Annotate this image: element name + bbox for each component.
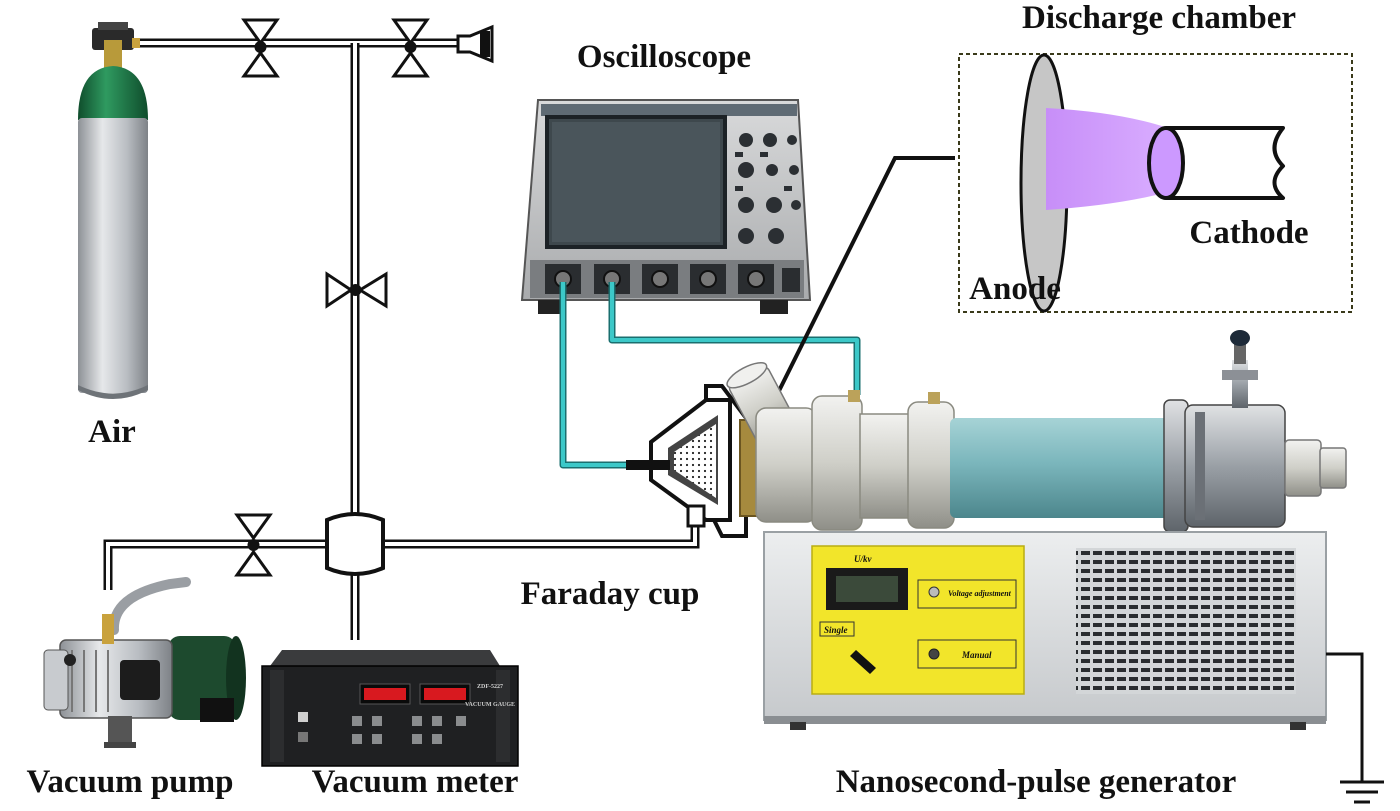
pulse-generator-head	[726, 330, 1347, 533]
vacuum-pump	[43, 577, 246, 748]
valve-vertical	[325, 271, 388, 309]
vent-outlet	[456, 24, 494, 64]
gauge-vacuum-label: VACUUM GAUGE	[465, 702, 515, 708]
voltage-knob	[928, 586, 940, 598]
panel-ukv: U/kv	[854, 554, 873, 564]
oscilloscope-knobs	[735, 133, 801, 244]
gauge-model: ZDF-5227	[477, 684, 503, 690]
signal-cables	[559, 282, 861, 469]
panel-manual: Manual	[961, 650, 992, 660]
label-vacuum-meter: Vacuum meter	[312, 764, 519, 800]
pulse-generator-box: U/kv Voltage adjustment Single Manual	[763, 531, 1327, 730]
faraday-cup	[626, 384, 748, 538]
label-vacuum-pump: Vacuum pump	[27, 764, 234, 800]
oscilloscope-channels	[545, 264, 800, 294]
label-oscilloscope: Oscilloscope	[577, 39, 751, 75]
label-faraday-cup: Faraday cup	[521, 576, 700, 612]
oscilloscope	[520, 99, 812, 314]
label-anode: Anode	[969, 271, 1061, 307]
manual-button	[928, 648, 940, 660]
vacuum-meter: ZDF-5227 VACUUM GAUGE	[261, 650, 519, 767]
valve-pump-line	[234, 513, 273, 577]
plasma-glow	[1046, 108, 1168, 210]
label-discharge-chamber: Discharge chamber	[1022, 0, 1296, 36]
label-air: Air	[88, 414, 136, 450]
air-cylinder	[78, 22, 148, 399]
teal-insulator	[950, 418, 1170, 518]
vacuum-vessel	[325, 512, 385, 576]
vent-grille	[1076, 548, 1296, 694]
panel-voltage-adjustment: Voltage adjustment	[948, 589, 1012, 598]
panel-single: Single	[824, 625, 848, 635]
valve-top-right	[391, 18, 430, 78]
discharge-chamber-inset	[958, 53, 1353, 313]
mode-switch	[850, 650, 876, 674]
valve-top-left	[241, 18, 280, 78]
zoom-pointer-line	[750, 156, 955, 446]
label-cathode: Cathode	[1189, 215, 1308, 251]
cathode-rod	[1166, 126, 1285, 200]
label-generator: Nanosecond-pulse generator	[836, 764, 1237, 800]
ground-symbol	[1326, 652, 1384, 804]
